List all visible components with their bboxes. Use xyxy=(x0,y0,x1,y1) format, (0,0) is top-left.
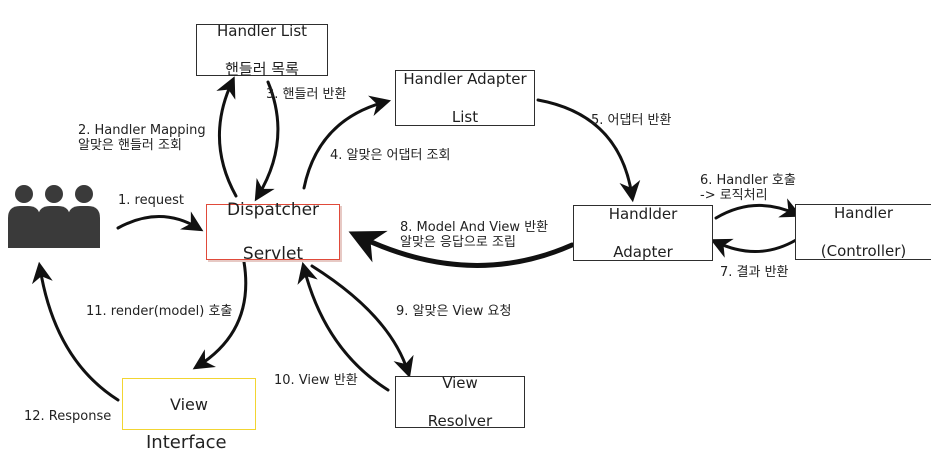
arrow-render xyxy=(192,260,248,370)
arrow-response xyxy=(32,261,120,402)
view-resolver-title: View xyxy=(442,373,478,392)
arrow-adapter-return xyxy=(536,98,641,203)
label-view-return: 10. View 반환 xyxy=(274,373,358,388)
view-title: View xyxy=(170,394,208,414)
arrow-handler-call xyxy=(714,198,802,220)
label-handler-return: 3. 핸들러 반환 xyxy=(266,87,347,102)
label-view-request: 9. 알맞은 View 요청 xyxy=(396,304,512,319)
handler-controller-subtitle: (Controller) xyxy=(820,241,907,260)
label-handler-call: 6. Handler 호출 xyxy=(700,173,796,188)
view-box: View xyxy=(122,378,256,430)
label-logic: -> 로직처리 xyxy=(700,188,768,203)
view-resolver-subtitle: Resolver xyxy=(427,411,493,430)
users-icon xyxy=(8,185,100,248)
handler-list-title: Handler List xyxy=(216,21,308,40)
handler-list-subtitle: 핸들러 목록 xyxy=(225,59,299,78)
arrow-handler-return xyxy=(254,80,280,202)
view-resolver-box: View Resolver xyxy=(395,373,525,430)
arrow-model-and-view xyxy=(348,230,575,268)
handler-controller-box: Handler (Controller) xyxy=(795,204,931,260)
label-model-and-view: 8. Model And View 반환 xyxy=(400,220,549,235)
label-adapter-lookup: 4. 알맞은 어댑터 조회 xyxy=(330,148,451,163)
handler-adapter-subtitle: Adapter xyxy=(613,242,673,261)
handler-adapter-title: Handlder xyxy=(608,204,678,223)
handler-list-box: Handler List 핸들러 목록 xyxy=(196,21,328,78)
arrow-view-request xyxy=(310,264,414,379)
handler-controller-title: Handler xyxy=(833,203,894,222)
arrow-result-return xyxy=(710,238,798,258)
label-request: 1. request xyxy=(118,193,184,208)
label-adapter-return: 5. 어댑터 반환 xyxy=(591,113,672,128)
arrow-adapter-lookup xyxy=(302,95,392,190)
label-handler-lookup: 알맞은 핸들러 조회 xyxy=(78,138,182,153)
dispatcher-servlet-title: Dispatcher xyxy=(226,200,320,220)
label-result-return: 7. 결과 반환 xyxy=(720,265,789,280)
arrow-request xyxy=(116,211,204,232)
label-render: 11. render(model) 호출 xyxy=(86,304,233,319)
handler-adapter-list-subtitle: List xyxy=(451,107,479,126)
label-response: 12. Response xyxy=(24,409,112,424)
dispatcher-servlet-subtitle: Servlet xyxy=(242,244,304,264)
arrow-view-return xyxy=(297,261,390,392)
handler-adapter-list-title: Handler Adapter xyxy=(403,69,527,88)
label-assemble-response: 알맞은 응답으로 조립 xyxy=(400,235,516,250)
handler-adapter-box: Handlder Adapter xyxy=(573,205,713,261)
dispatcher-servlet-box: Dispatcher Servlet xyxy=(206,200,340,264)
interface-caption: Interface xyxy=(146,432,227,453)
label-handler-mapping: 2. Handler Mapping xyxy=(78,123,206,138)
arrow-handler-mapping xyxy=(216,76,238,198)
handler-adapter-list-box: Handler Adapter List xyxy=(395,70,535,126)
